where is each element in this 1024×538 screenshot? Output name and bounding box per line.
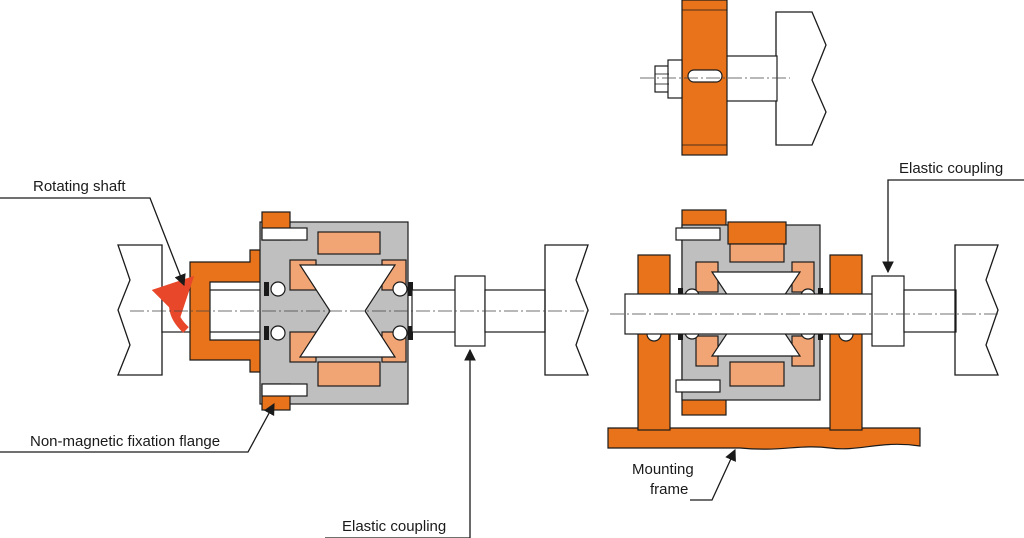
right-assembly [607, 209, 1000, 450]
label-mounting-frame-line1: Mounting [632, 461, 694, 478]
label-fixation-flange: Non-magnetic fixation flange [30, 433, 220, 450]
label-mounting-frame-line2: frame [650, 481, 688, 498]
top-nut [654, 65, 670, 93]
left-right-wall [544, 244, 589, 376]
rotation-arrow [151, 275, 195, 333]
frame-support-left [637, 254, 671, 431]
left-wall [117, 244, 163, 376]
frame-support-right [829, 254, 863, 431]
label-elastic-coupling-bottom: Elastic coupling [342, 518, 446, 535]
label-elastic-coupling-right: Elastic coupling [899, 160, 1003, 177]
mounting-frame-base [607, 427, 921, 450]
label-rotating-shaft: Rotating shaft [33, 178, 126, 195]
left-assembly [117, 211, 590, 411]
right-elastic-coupling [871, 275, 905, 347]
right-wall [954, 244, 999, 376]
top-shaft [724, 55, 778, 102]
callout-leaders [0, 179, 1024, 538]
top-side-view [640, 0, 827, 156]
top-wall [775, 11, 827, 146]
